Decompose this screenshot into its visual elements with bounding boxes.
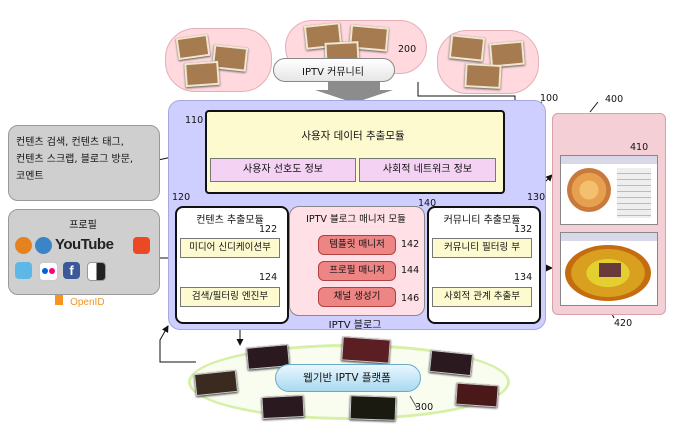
community-module-ref: 130 [527, 192, 546, 203]
community-down-arrow [315, 82, 393, 103]
channel-generator-ref: 146 [401, 293, 420, 304]
community-cloud [165, 20, 540, 95]
content-module-ref: 120 [172, 192, 191, 203]
screen-bottom-thumb [599, 263, 621, 277]
blog-screen-bottom [560, 232, 658, 306]
user-module-ref: 110 [185, 115, 204, 126]
screen-bottom-header [561, 233, 657, 241]
facebook-icon: f [63, 262, 80, 279]
community-thumbnail [448, 34, 486, 62]
profile-manager-box: 프로필 매니저 [318, 261, 396, 281]
aol-icon [35, 237, 52, 254]
manager-module-title: IPTV 블로그 매니저 모듈 [306, 214, 406, 225]
screen-top-circle [567, 168, 611, 212]
platform-thumbnail [428, 349, 474, 377]
flickr-dot-blue [42, 268, 48, 274]
openid-logo: OpenID [55, 290, 105, 308]
activity-line-3: 코멘트 [16, 171, 44, 182]
activity-line-1: 컨텐츠 검색, 컨텐츠 태그, [16, 137, 124, 148]
community-thumbnail [489, 40, 525, 68]
platform-label-pill [275, 364, 421, 392]
platform-thumbnail [349, 395, 397, 421]
platform-thumbnail [193, 369, 239, 397]
manager-module-ref: 140 [418, 198, 437, 209]
preference-info-box: 사용자 선호도 정보 [210, 158, 356, 182]
blog-screen-top [560, 155, 658, 225]
screen-top-list [617, 168, 651, 218]
search-filter-ref: 124 [259, 272, 278, 283]
profile-icons-row-2: f [15, 262, 155, 284]
content-module-title: 컨텐츠 추출모듈 [196, 215, 264, 226]
screen-top-ref: 410 [630, 142, 649, 153]
youtube-logo: YouTube [55, 235, 114, 255]
community-label: IPTV 커뮤니티 [302, 67, 364, 78]
user-activity-box [8, 125, 160, 201]
platform-thumbnail [455, 382, 499, 408]
social-network-info-box: 사회적 네트워크 정보 [359, 158, 496, 182]
community-ref: 200 [398, 44, 417, 55]
social-relation-box: 사회적 관계 추출부 [432, 287, 532, 307]
flickr-dot-pink [49, 268, 55, 274]
search-filter-engine-box: 검색/필터링 엔진부 [180, 287, 280, 307]
template-manager-ref: 142 [401, 239, 420, 250]
community-filter-box: 커뮤니티 필터링 부 [432, 238, 532, 258]
screen-top-header [561, 156, 657, 164]
community-thumbnail [464, 63, 502, 89]
channel-generator-box: 채널 생성기 [318, 287, 396, 307]
media-syndication-ref: 122 [259, 224, 278, 235]
activity-line-2: 컨텐츠 스크랩, 블로그 방문, [16, 154, 134, 165]
sina-icon [15, 237, 32, 254]
community-module-title: 커뮤니티 추출모듈 [443, 215, 521, 226]
flickr-icon [39, 262, 58, 281]
user-module-title: 사용자 데이터 추출모듈 [301, 130, 405, 142]
youtube-you-text: YouTube [55, 236, 114, 253]
platform-label: 웹기반 IPTV 플랫폼 [303, 372, 391, 384]
platform-thumbnail [261, 394, 305, 420]
profile-manager-ref: 144 [401, 265, 420, 276]
openid-text: OpenID [70, 297, 105, 308]
stumbleupon-icon [133, 237, 150, 254]
media-syndication-box: 미디어 신디케이션부 [180, 238, 280, 258]
template-manager-box: 템플릿 매니저 [318, 235, 396, 255]
blog-label: IPTV 블로그 [328, 320, 382, 331]
platform-ref: 300 [415, 402, 434, 413]
twitter-icon [15, 262, 32, 279]
screens-ref: 400 [605, 94, 624, 105]
social-relation-ref: 134 [514, 272, 533, 283]
profile-title: 프로필 [69, 220, 97, 231]
delicious-icon [87, 262, 106, 281]
community-thumbnail [184, 60, 220, 88]
openid-icon [55, 295, 63, 305]
community-thumbnail [175, 33, 211, 61]
profile-icons-row-1: YouTube [15, 235, 155, 257]
community-label-pill [273, 58, 395, 82]
screen-bottom-ref: 420 [614, 318, 633, 329]
platform-thumbnail [341, 336, 391, 364]
blog-ref: 100 [540, 93, 559, 104]
community-filter-ref: 132 [514, 224, 533, 235]
